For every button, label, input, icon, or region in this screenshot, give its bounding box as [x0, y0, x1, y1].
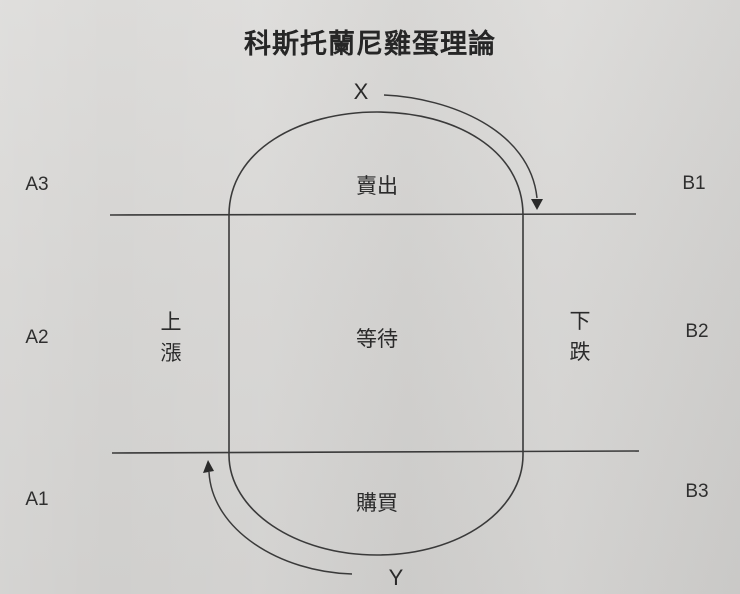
- wait-phase-label: 等待: [356, 327, 398, 351]
- label-a2: A2: [25, 327, 49, 348]
- label-a3: A3: [25, 174, 49, 195]
- bottom-arrow: [208, 471, 353, 575]
- upper-divider-line: [109, 213, 637, 216]
- diagram-title: 科斯托蘭尼雞蛋理論: [244, 29, 496, 60]
- label-b3: B3: [685, 481, 709, 502]
- label-a1: A1: [25, 489, 49, 510]
- buy-phase-label: 購買: [356, 491, 398, 515]
- top-arrowhead-icon: [531, 199, 543, 210]
- label-b2: B2: [685, 321, 709, 342]
- lower-divider-line: [111, 450, 640, 454]
- top-arrow: [383, 94, 538, 199]
- point-x-label: X: [353, 79, 369, 104]
- falling-trend-label: 下跌: [569, 309, 591, 364]
- label-b1: B1: [682, 173, 706, 194]
- bottom-arrowhead-icon: [203, 460, 214, 473]
- point-y-label: Y: [388, 565, 404, 590]
- rising-trend-label: 上漲: [160, 310, 182, 365]
- sell-phase-label: 賣出: [356, 174, 398, 198]
